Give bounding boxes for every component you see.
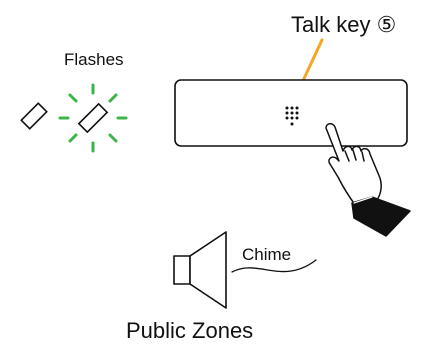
loudspeaker-icon <box>173 231 227 309</box>
talk-key-label: Talk key ⑤ <box>291 12 397 37</box>
lamp-off-icon <box>20 102 48 130</box>
flashes-label: Flashes <box>64 50 124 69</box>
pressing-hand-icon <box>325 123 411 237</box>
chime-label: Chime <box>242 245 292 264</box>
public-zones-label: Public Zones <box>126 318 254 343</box>
speaker-grille-icon <box>285 106 299 126</box>
flash-rays-icon <box>58 83 128 153</box>
chime-sound-wave <box>231 259 317 273</box>
lamp-flashing-icon <box>77 102 109 134</box>
